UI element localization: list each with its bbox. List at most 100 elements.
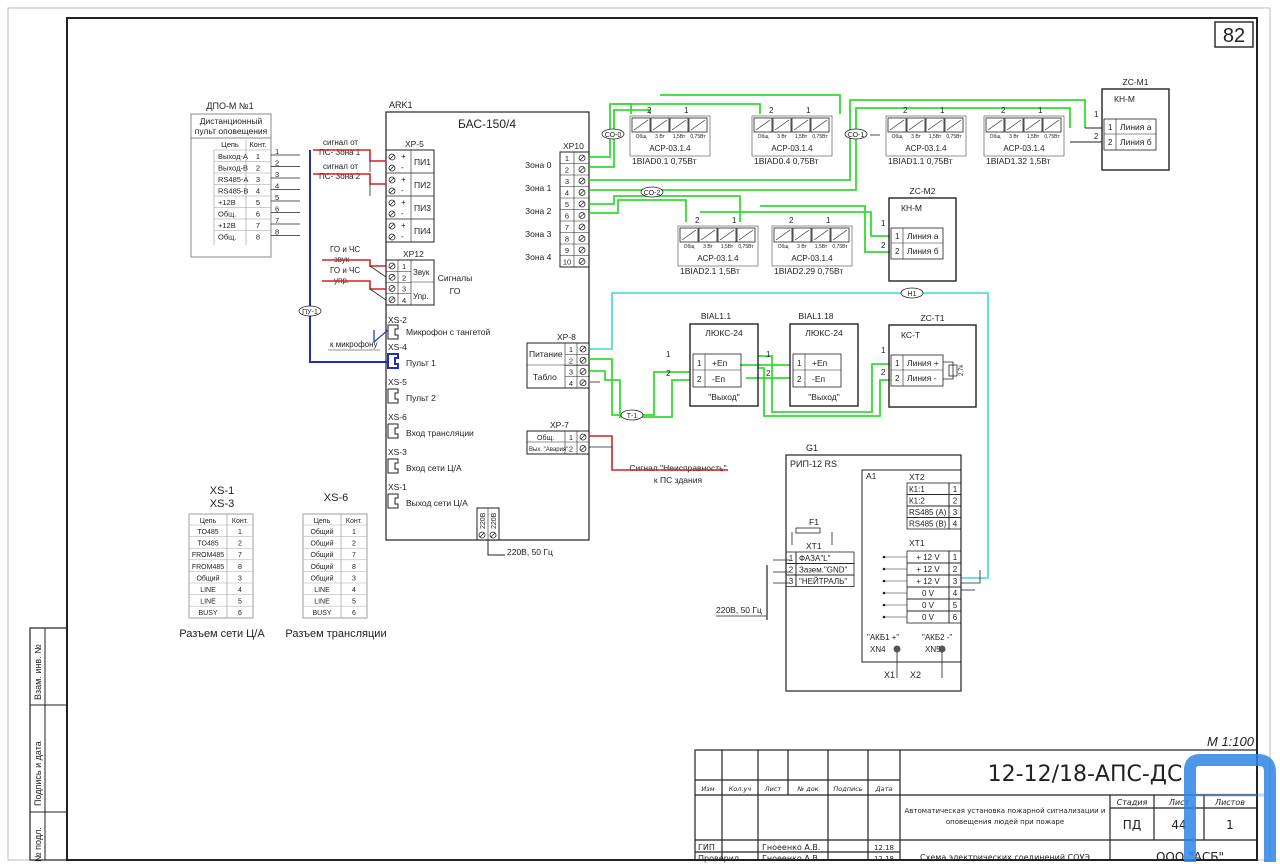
wire bbox=[961, 570, 981, 584]
xs-row-contact: 2 bbox=[352, 541, 356, 548]
zc-pin: 2 bbox=[895, 247, 900, 256]
zone-pin-number: 6 bbox=[565, 212, 569, 221]
dpo-row-circuit: Выход-В bbox=[218, 164, 248, 173]
go-sound-wire bbox=[322, 259, 386, 267]
connector-icon bbox=[387, 353, 399, 369]
xt1-right-num: 4 bbox=[953, 589, 958, 598]
junction-dot bbox=[882, 591, 886, 595]
bial-pin: 1 bbox=[797, 359, 802, 368]
speaker-cell-label: 1,5Вт bbox=[929, 134, 942, 140]
connector-label: Пульт 1 bbox=[406, 358, 436, 368]
speaker-box bbox=[885, 115, 967, 157]
bas-power-label: 220В, 50 Гц bbox=[507, 547, 553, 557]
speaker-box bbox=[983, 115, 1065, 157]
xs-row-circuit: FROM485 bbox=[192, 552, 224, 559]
xp8-row-label: Табло bbox=[533, 372, 557, 382]
xs-row-contact: 3 bbox=[238, 575, 242, 582]
signal-label: сигнал от bbox=[323, 138, 358, 147]
sheets-header: Листов bbox=[1214, 798, 1245, 807]
doc-code: 12-12/18-АПС-ДС bbox=[988, 762, 1183, 787]
speaker-pin: 2 bbox=[647, 106, 652, 115]
xs-row-contact: 2 bbox=[238, 541, 242, 548]
speaker-model: АСР-03.1.4 bbox=[697, 254, 739, 263]
speaker-cell-label: Общ bbox=[990, 134, 1001, 140]
g1-model: РИП-12 RS bbox=[790, 459, 837, 469]
pi-minus: - bbox=[401, 232, 404, 241]
screw-slot bbox=[579, 213, 585, 218]
zc-pin: 1 bbox=[895, 232, 900, 241]
speaker-cell bbox=[985, 117, 1005, 133]
screw-slot bbox=[389, 200, 395, 206]
dpo-header: ДПО-М №1 bbox=[206, 101, 253, 111]
g1-x2: X2 bbox=[910, 670, 921, 680]
xs-table-title: XS-6 bbox=[324, 492, 348, 504]
xp7-pin-number: 2 bbox=[569, 445, 573, 454]
zc-box bbox=[888, 197, 957, 282]
xp5-label: ХР-5 bbox=[405, 139, 424, 149]
bial-in-pin: 1 bbox=[766, 350, 771, 359]
scale-label: М 1:100 bbox=[1207, 734, 1255, 749]
dpo-row-circuit: RS485-B bbox=[218, 187, 248, 196]
sheet-value: 44 bbox=[1171, 818, 1186, 832]
speaker-cell bbox=[791, 117, 811, 133]
bas-ref: ARK1 bbox=[389, 100, 413, 110]
speaker-model: АСР-03.1.4 bbox=[649, 144, 691, 153]
g1-xt2: ХТ2 bbox=[909, 472, 925, 482]
speaker-cell-label: 1,5Вт bbox=[815, 244, 828, 250]
dpo-row-circuit: Общ. bbox=[218, 233, 236, 242]
dpo-col-contact: Конт. bbox=[249, 140, 266, 149]
tb-name: Гноеенко А.В. bbox=[762, 843, 820, 852]
speaker-cell bbox=[679, 227, 699, 243]
speaker-cell bbox=[811, 227, 831, 243]
fuse-icon bbox=[795, 527, 821, 534]
screw-terminal-icon bbox=[578, 246, 586, 254]
screw-slot bbox=[579, 178, 585, 184]
cable-tag-h1: Н1 bbox=[908, 291, 917, 298]
speaker-cell bbox=[944, 117, 964, 133]
speaker-cell bbox=[810, 117, 830, 133]
zc-in-pin: 2 bbox=[1094, 132, 1099, 141]
xt1-right-num: 2 bbox=[953, 565, 958, 574]
screw-terminal-icon bbox=[388, 176, 396, 184]
power-wire bbox=[487, 540, 505, 556]
screw-slot bbox=[580, 434, 586, 440]
speaker-box bbox=[629, 115, 711, 157]
xs-table-caption: Разъем трансляции bbox=[285, 628, 386, 640]
wire bbox=[590, 199, 687, 222]
pi-minus: - bbox=[401, 209, 404, 218]
xs-row-circuit: BUSY bbox=[198, 610, 217, 617]
tb-header: Дата bbox=[875, 785, 893, 793]
screw-slot bbox=[389, 274, 395, 280]
xp8-row-label: Питание bbox=[529, 349, 563, 359]
tb-date: 12.18 bbox=[874, 855, 894, 863]
xp8-pin-number: 4 bbox=[569, 379, 573, 388]
screw-slot bbox=[579, 190, 585, 195]
speaker-name: 1BIAD2.1 1,5Вт bbox=[680, 266, 740, 276]
xt2-label: RS485 (А) bbox=[909, 508, 947, 517]
xs-row-circuit: TO485 bbox=[197, 541, 218, 548]
sensor-loop-wire bbox=[590, 292, 989, 579]
zone-label: Зона 4 bbox=[525, 252, 552, 262]
dpo-pin-number: 2 bbox=[275, 159, 279, 168]
xp8-pin-number: 2 bbox=[569, 356, 573, 365]
screw-terminal-icon bbox=[579, 368, 587, 375]
pi-plus: + bbox=[401, 198, 406, 207]
speaker-cell bbox=[773, 227, 793, 243]
xs-row-contact: 6 bbox=[238, 610, 242, 617]
to-mic-label: к микрофону bbox=[330, 340, 378, 349]
zone-pin-number: 5 bbox=[565, 200, 569, 209]
dpo-row-contact: 1 bbox=[256, 152, 260, 161]
speaker-name: 1BIAD2.29 0,75Вт bbox=[774, 266, 843, 276]
speaker-cell-label: 3 Вт bbox=[655, 134, 665, 140]
bial-pin-label: +Еп bbox=[812, 358, 828, 368]
signal-label: сигнал от bbox=[323, 162, 358, 171]
speaker-cell-label: 3 Вт bbox=[703, 244, 713, 250]
speaker-pin: 1 bbox=[732, 216, 737, 225]
logo-watermark-icon bbox=[1184, 754, 1276, 862]
g1-power-label: 220В, 50 Гц bbox=[716, 605, 762, 615]
g1-xt1-left: ХТ1 bbox=[806, 541, 822, 551]
screw-terminal-icon bbox=[388, 262, 396, 270]
bial-model: ЛЮКС-24 bbox=[705, 328, 743, 338]
